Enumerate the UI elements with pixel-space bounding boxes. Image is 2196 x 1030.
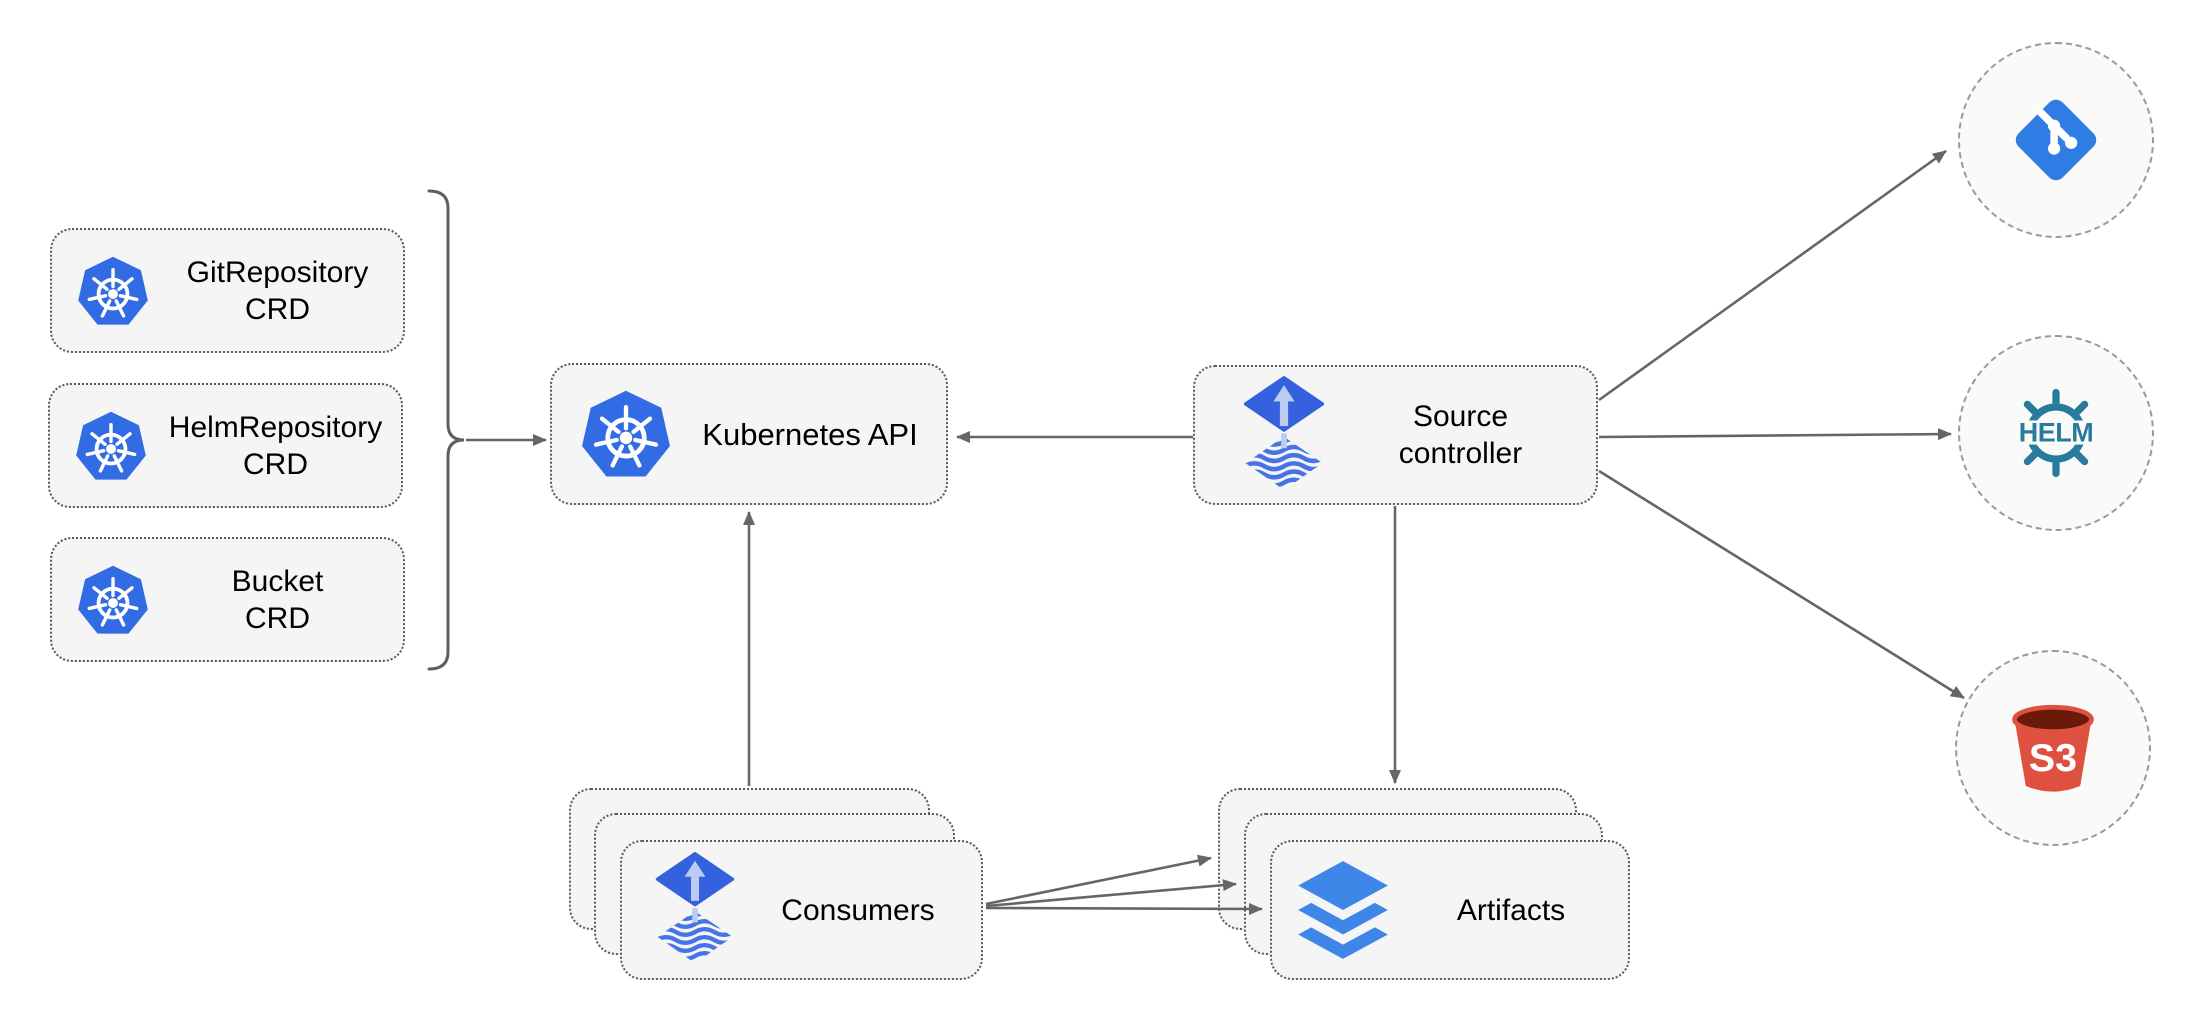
node-artifacts: Artifacts [1270, 840, 1630, 980]
node-kubernetes-api: Kubernetes API [550, 363, 948, 505]
kubernetes-icon [74, 253, 152, 329]
label-line1: Bucket [231, 564, 324, 598]
helm-icon: HELM [2010, 388, 2102, 478]
node-s3-endpoint: S3 [1955, 650, 2151, 846]
node-label: Kubernetes API [702, 416, 918, 452]
edge-source-controller-to-git [1598, 149, 1947, 402]
crd-group-bracket [427, 189, 465, 671]
node-gitrepository-crd: GitRepository CRD [50, 228, 405, 353]
git-icon [2015, 99, 2097, 181]
layers-icon [1292, 857, 1394, 963]
label-line1: Source [1412, 400, 1509, 433]
node-label: Source controller [1325, 398, 1596, 472]
node-helm-endpoint: HELM [1958, 335, 2154, 531]
node-label: Consumers [781, 893, 935, 927]
node-git-endpoint [1958, 42, 2154, 238]
s3-label: S3 [2029, 736, 2077, 780]
label-line2: CRD [245, 601, 310, 635]
kubernetes-icon [72, 408, 150, 484]
flux-icon [655, 852, 735, 968]
node-label: HelmRepository CRD [150, 409, 401, 483]
node-source-controller: Source controller [1193, 365, 1598, 505]
node-label: Bucket CRD [152, 563, 403, 637]
edge-consumers-to-artifacts-1 [985, 854, 1212, 906]
helm-label: HELM [2019, 418, 2093, 448]
edge-source-controller-to-helm [1598, 428, 1952, 441]
node-label: Artifacts [1456, 893, 1566, 927]
kubernetes-icon [74, 562, 152, 638]
node-label: GitRepository CRD [152, 254, 403, 328]
node-consumers: Consumers [620, 840, 983, 980]
edge-consumers-to-artifacts-2 [985, 879, 1237, 908]
flux-icon [1243, 376, 1325, 495]
kubernetes-icon [578, 386, 674, 482]
label-line2: CRD [243, 447, 308, 481]
label-line1: HelmRepository [168, 410, 383, 444]
node-helmrepository-crd: HelmRepository CRD [48, 383, 403, 508]
s3-bucket-icon: S3 [2012, 704, 2094, 792]
edge-source-controller-to-s3 [1598, 469, 1965, 700]
node-bucket-crd: Bucket CRD [50, 537, 405, 662]
label-line1: GitRepository [186, 255, 369, 289]
label-line2: controller [1398, 437, 1523, 470]
label-line2: CRD [245, 292, 310, 326]
